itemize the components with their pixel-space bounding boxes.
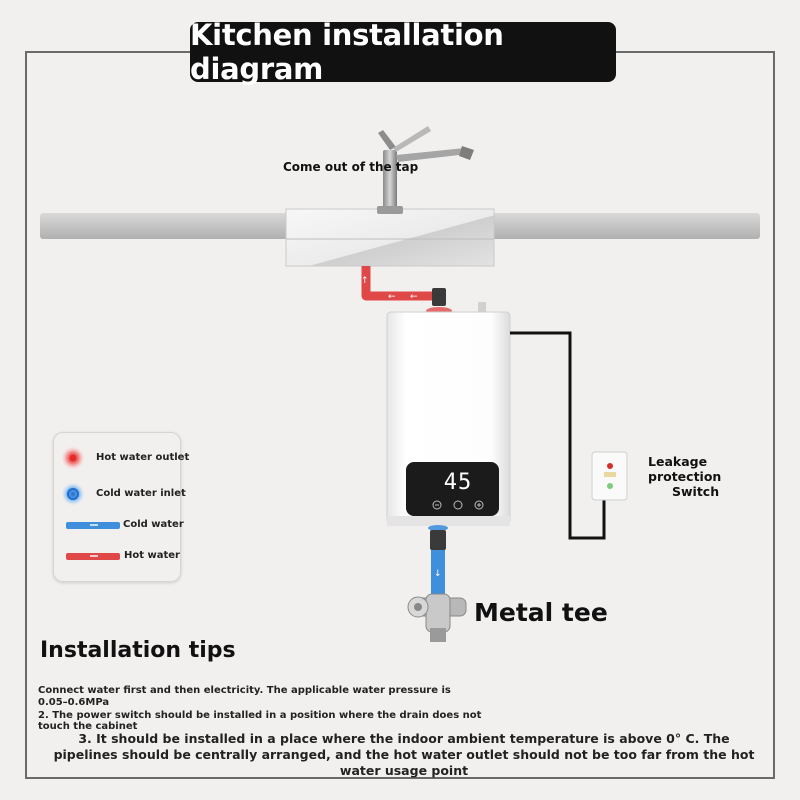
kitchen-tap-icon — [377, 126, 474, 214]
legend: Hot water outlet Cold water inlet Cold w… — [53, 432, 189, 582]
heater-display-value: 45 — [443, 470, 473, 495]
blue-pipe-icon — [66, 522, 120, 529]
leakage-label-line-3: Switch — [672, 484, 720, 499]
legend-item-hot-water: Hot water — [54, 548, 180, 566]
legend-label: Hot water outlet — [96, 452, 190, 463]
tips-heading: Installation tips — [40, 638, 236, 663]
metal-tee-label: Metal tee — [474, 598, 608, 627]
metal-tee-icon — [407, 593, 467, 642]
tip-2-line-a: 2. The power switch should be installed … — [38, 710, 482, 721]
svg-text:↓: ↓ — [434, 569, 442, 579]
svg-text:←: ← — [388, 292, 396, 302]
power-button-icon — [453, 500, 463, 510]
svg-text:↑: ↑ — [361, 276, 369, 286]
blue-dot-icon — [61, 482, 85, 506]
leakage-label-line-2: protection — [648, 469, 722, 484]
legend-label: Cold water — [123, 519, 184, 530]
hot-outlet-fitting — [432, 288, 446, 306]
tip-1-line-b: 0.05–0.6MPa — [38, 697, 110, 708]
tap-label: Come out of the tap — [283, 160, 419, 174]
red-dot-icon — [61, 446, 85, 470]
hot-water-pipe: ← ← ↑ — [361, 266, 436, 302]
power-cable — [510, 331, 606, 540]
cold-inlet-fitting — [430, 530, 446, 550]
leakage-switch-label: Leakage protection Switch — [648, 454, 721, 499]
plus-button-icon — [474, 500, 484, 510]
legend-item-hot-outlet: Hot water outlet — [54, 446, 189, 470]
svg-text:←: ← — [410, 292, 418, 302]
leakage-label-line-1: Leakage — [648, 454, 708, 469]
page-title: Kitchen installation diagram — [190, 18, 616, 86]
tip-1-line-a: Connect water first and then electricity… — [38, 685, 451, 696]
tip-3: 3. It should be installed in a place whe… — [53, 731, 755, 778]
red-pipe-icon — [66, 553, 120, 560]
legend-item-cold-inlet: Cold water inlet — [54, 482, 186, 506]
legend-item-cold-water: Cold water — [54, 517, 184, 535]
leakage-switch-icon — [591, 451, 628, 501]
sink-basin — [285, 208, 495, 267]
minus-button-icon — [432, 500, 442, 510]
cold-water-pipe: ↓ — [431, 550, 445, 596]
legend-label: Hot water — [124, 550, 180, 561]
tip-2-line-b: touch the cabinet — [38, 721, 138, 732]
legend-label: Cold water inlet — [96, 488, 186, 499]
